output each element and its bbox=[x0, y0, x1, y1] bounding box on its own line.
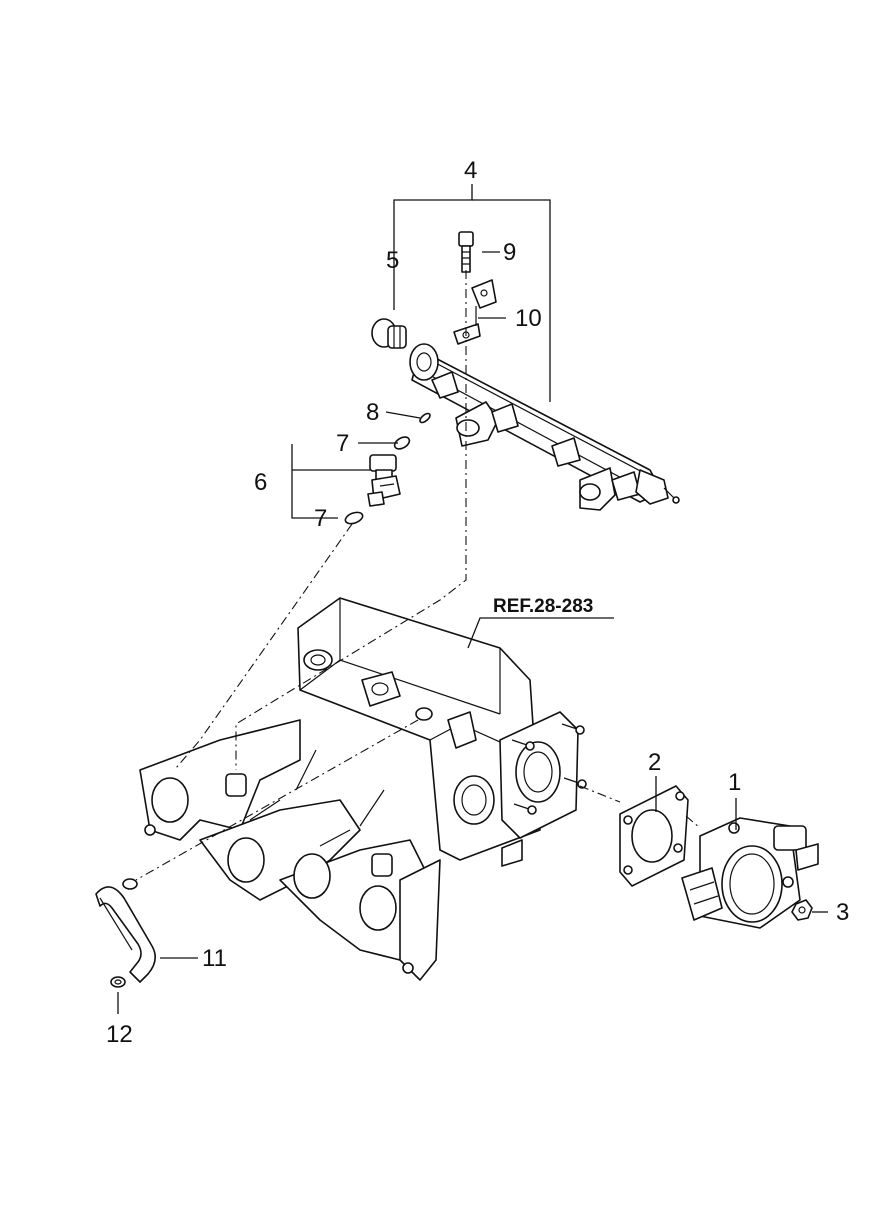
throttle-body bbox=[681, 817, 819, 929]
callout-5: 5 bbox=[386, 247, 399, 274]
callout-10: 10 bbox=[515, 305, 542, 332]
reference-label: REF.28-283 bbox=[493, 596, 593, 617]
o-ring-8 bbox=[419, 412, 431, 424]
hose-clamp bbox=[110, 878, 138, 988]
callout-2: 2 bbox=[648, 749, 661, 776]
callout-12: 12 bbox=[106, 1021, 133, 1048]
callout-9: 9 bbox=[503, 239, 516, 266]
callout-8: 8 bbox=[366, 399, 379, 426]
leader-lines bbox=[117, 184, 828, 1014]
throttle-body-gasket bbox=[619, 785, 689, 887]
bolt bbox=[458, 231, 474, 273]
fuel-rail bbox=[409, 343, 680, 511]
callout-7-upper: 7 bbox=[336, 430, 349, 457]
callout-4: 4 bbox=[464, 157, 477, 184]
fuel-injector bbox=[344, 436, 411, 525]
callout-6: 6 bbox=[254, 469, 267, 496]
intake-manifold bbox=[139, 597, 587, 981]
callout-11: 11 bbox=[202, 945, 227, 972]
callout-7-lower: 7 bbox=[314, 505, 327, 532]
callout-3: 3 bbox=[836, 899, 849, 926]
callout-1: 1 bbox=[728, 769, 741, 796]
bracket bbox=[453, 279, 497, 345]
nut bbox=[791, 899, 813, 921]
assembly-lines bbox=[135, 270, 701, 881]
fuel-pulsation-damper bbox=[371, 318, 407, 349]
vacuum-hose bbox=[95, 886, 156, 983]
